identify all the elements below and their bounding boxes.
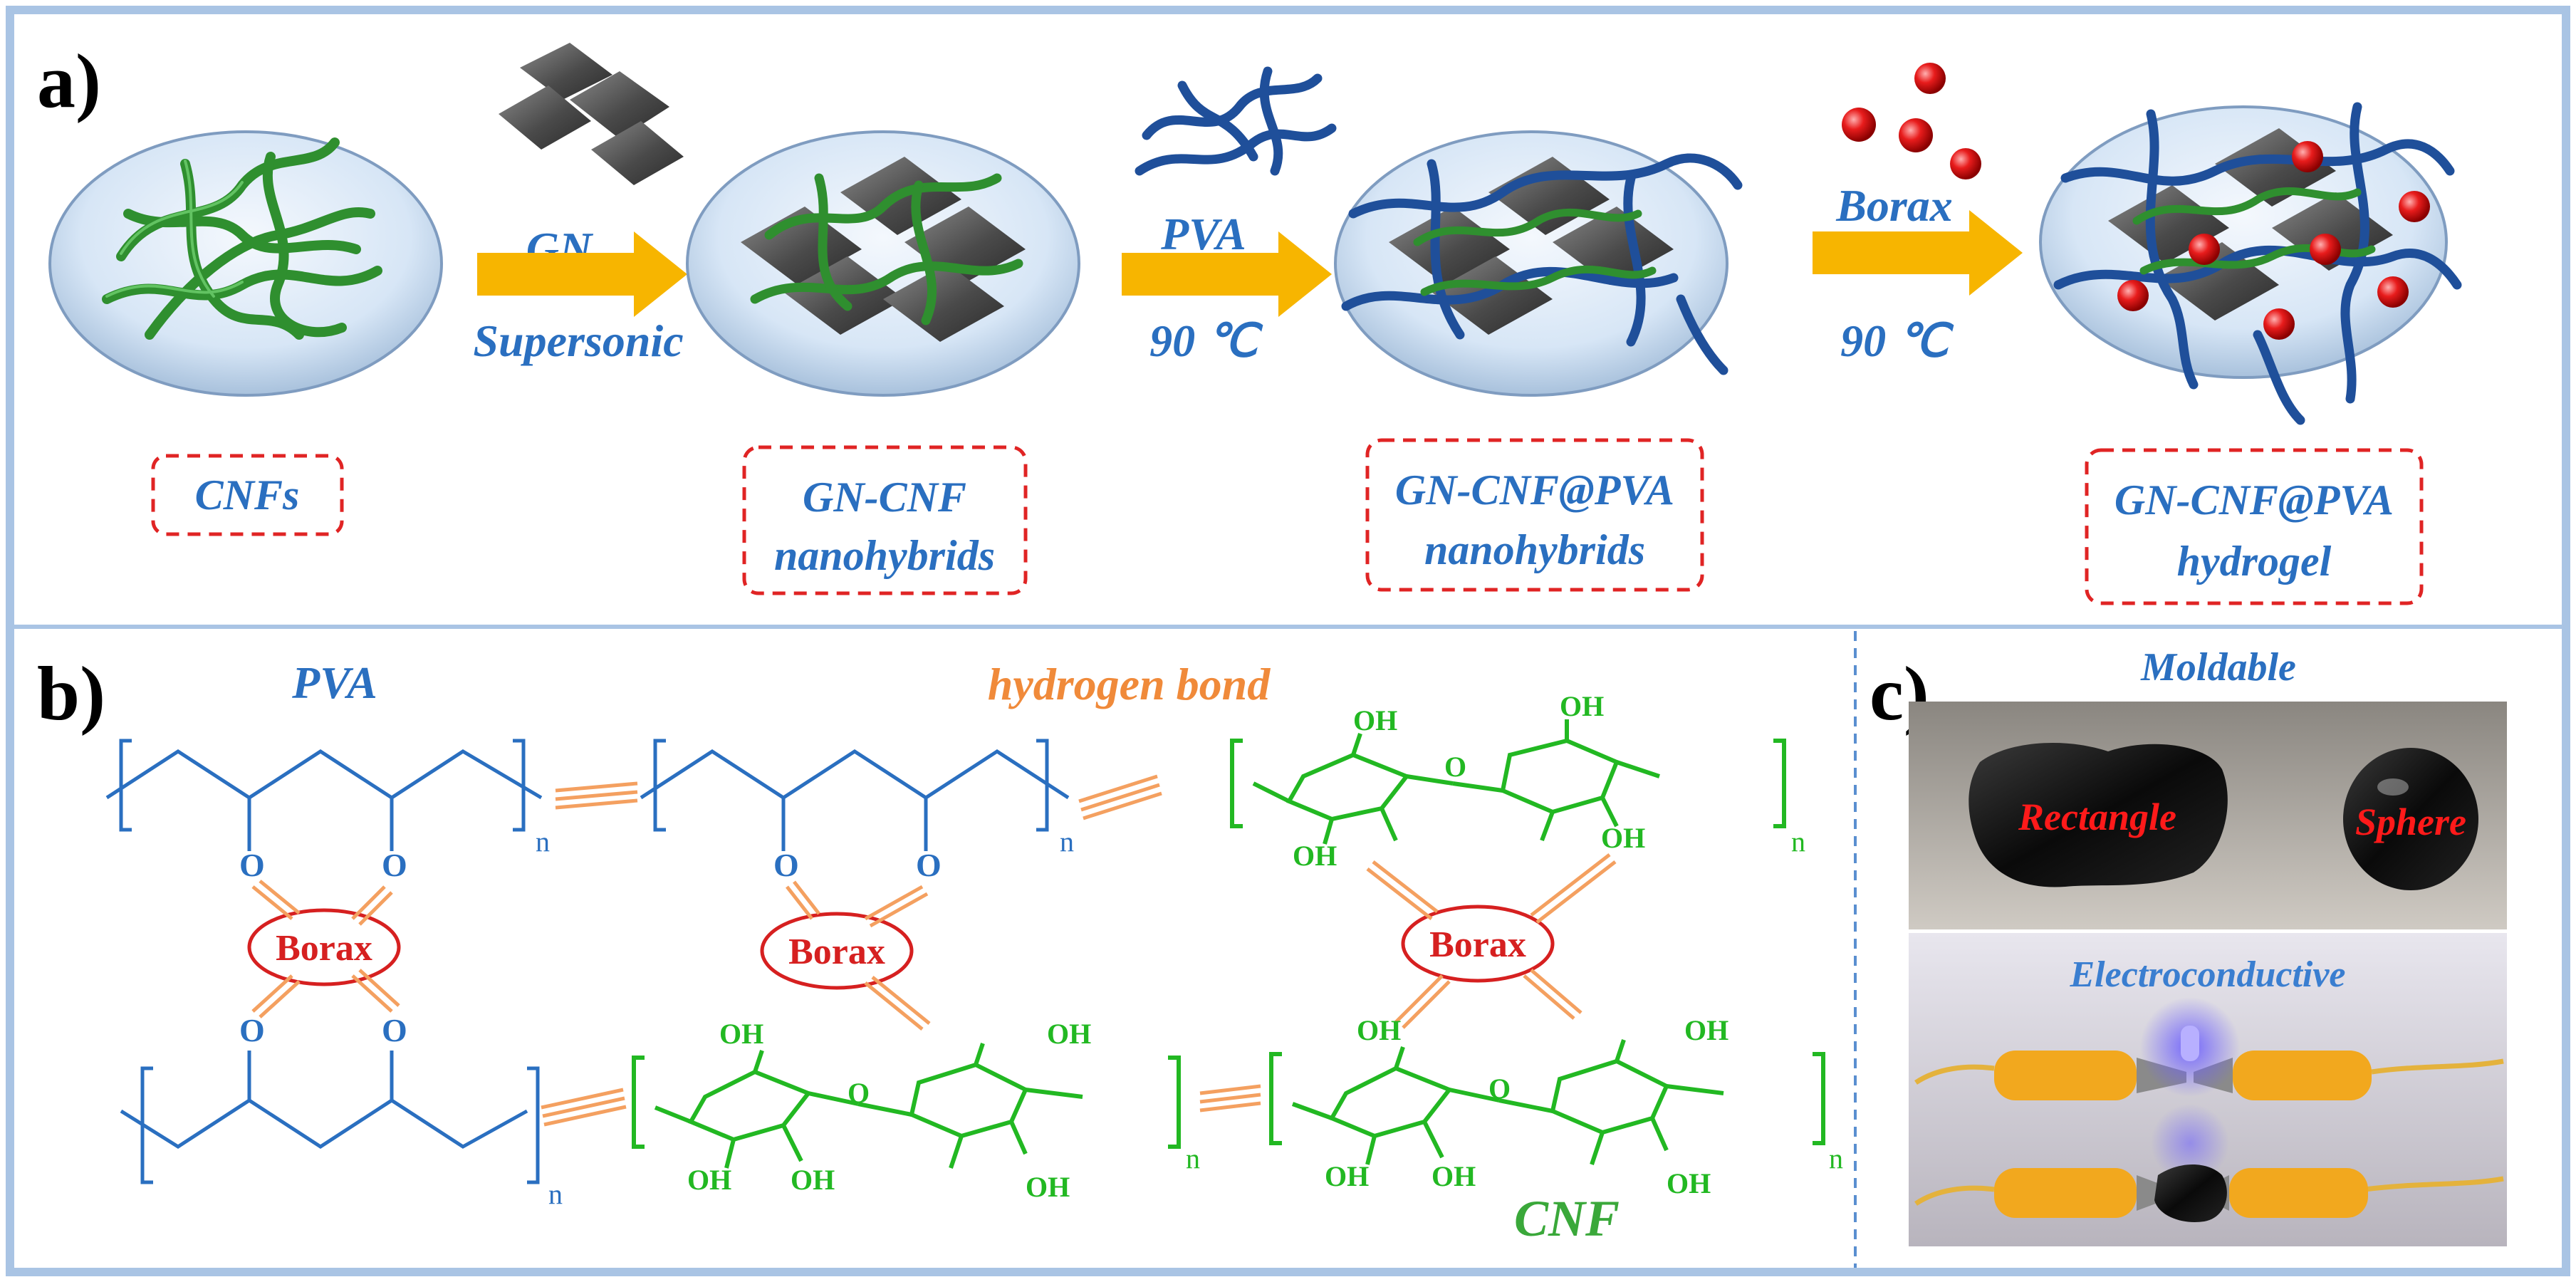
pva-chain-bottom-left-n: n	[548, 1178, 563, 1210]
cnf-bottom-right-oh-5: OH	[1667, 1167, 1711, 1199]
rectangle-hydrogel	[1968, 743, 2228, 887]
borax-crosslink-3-label: Borax	[1429, 924, 1526, 965]
sphere-hydrogel	[2343, 748, 2478, 890]
stage-gncnf-label-line1: GN-CNF	[803, 474, 966, 521]
cnf-top-oh-4: OH	[1601, 822, 1645, 854]
pva-bottom-o1: O	[239, 1012, 265, 1048]
borax-crosslink-1-label: Borax	[276, 928, 372, 969]
stage-hydrogel-illustration	[2039, 102, 2462, 425]
borax-crosslink-1: Borax	[247, 908, 401, 986]
pva-top-left-o1: O	[239, 847, 265, 883]
panel-c: c) Moldable Rectangle Sphere Electrocond…	[1870, 645, 2507, 1246]
stage-hydrogel-label-line1: GN-CNF@PVA	[2114, 476, 2394, 523]
hbond-top-1	[555, 781, 638, 810]
moldable-photo: Rectangle Sphere	[1909, 702, 2507, 929]
stage-cnfs-label: CNFs	[195, 471, 300, 518]
borax-bonds	[251, 853, 1617, 1031]
sphere-label: Sphere	[2355, 801, 2466, 843]
step3-condition-label: 90 ℃	[1840, 316, 1954, 366]
pva-bottom-o2: O	[382, 1012, 407, 1048]
cnf-bottom-right-o-link: O	[1488, 1073, 1511, 1105]
pva-chain-top-left-n: n	[536, 825, 550, 858]
stage-gncnf-label-line2: nanohybrids	[774, 532, 995, 579]
step3-reagent-label: Borax	[1835, 180, 1953, 231]
pva-chain-bottom-left	[120, 1051, 540, 1184]
stage-cnfs-illustration	[48, 130, 443, 397]
stage-box-gncnf-pva	[1365, 438, 1704, 592]
pva-label: PVA	[291, 657, 377, 708]
cnf-bottom-right-oh-1: OH	[1357, 1014, 1401, 1046]
stage-hydrogel-label-line2: hydrogel	[2177, 538, 2332, 585]
pva-top-middle-o1: O	[773, 847, 799, 883]
gn-flakes-icon	[499, 43, 684, 185]
stage-gncnf-pva-illustration	[1334, 130, 1743, 397]
cnf-bottom-right-oh-2: OH	[1325, 1160, 1369, 1192]
pva-top-left-o2: O	[382, 847, 407, 883]
pva-chain-top-middle	[640, 739, 1070, 851]
stage-box-hydrogel	[2085, 448, 2424, 605]
pva-top-middle-o2: O	[916, 847, 942, 883]
cnf-bottom-mid-oh-2: OH	[687, 1164, 731, 1196]
cnf-chain-top-right	[1230, 719, 1786, 845]
step3-arrow	[1813, 210, 2023, 296]
cnf-bottom-mid-oh-4: OH	[1047, 1018, 1091, 1050]
cnf-label: CNF	[1514, 1190, 1620, 1247]
step2-arrow	[1122, 231, 1332, 317]
hydrogel-borax-crosslinks	[2117, 141, 2430, 340]
step1-condition-label: Supersonic	[473, 316, 683, 366]
led-icon	[2181, 1026, 2199, 1061]
cnf-top-oh-3: OH	[1560, 690, 1604, 722]
borax-crosslink-2: Borax	[760, 912, 914, 990]
step2-condition-label: 90 ℃	[1149, 316, 1263, 366]
moldable-title: Moldable	[2140, 645, 2296, 689]
panel-b: b) PVA hydrogen bond n O O n O	[37, 652, 1843, 1247]
electroconductive-photo: Electroconductive	[1909, 933, 2507, 1246]
cnf-top-o-link: O	[1444, 751, 1466, 783]
cnf-chain-bottom-middle	[632, 1043, 1181, 1169]
cnf-chain-top-right-n: n	[1791, 825, 1805, 858]
stage-gncnf-illustration	[686, 130, 1080, 397]
stage-box-gncnf	[742, 445, 1028, 595]
cnf-bottom-right-oh-3: OH	[1432, 1160, 1476, 1192]
borax-crosslink-3: Borax	[1401, 905, 1555, 983]
cnf-top-oh-1: OH	[1353, 704, 1397, 736]
cnf-bottom-mid-oh-3: OH	[791, 1164, 835, 1196]
hbond-bottom-2	[1199, 1084, 1261, 1112]
borax-crosslink-2-label: Borax	[788, 932, 885, 972]
hbond-top-2	[1078, 774, 1162, 820]
cnf-fibers	[102, 137, 382, 340]
cnf-chain-bottom-right	[1269, 1039, 1825, 1165]
step2-reagent-label: PVA	[1160, 209, 1246, 259]
stage-gncnf-pva-label-line1: GN-CNF@PVA	[1395, 467, 1674, 514]
cnf-bottom-mid-oh-5: OH	[1026, 1171, 1070, 1203]
rectangle-label: Rectangle	[2018, 796, 2176, 838]
pva-chain-top-left	[105, 739, 543, 851]
step1-arrow	[477, 231, 687, 317]
cnf-bottom-right-oh-4: OH	[1684, 1014, 1728, 1046]
cnf-chain-bottom-middle-n: n	[1186, 1142, 1200, 1174]
pva-chains-icon	[1135, 66, 1337, 176]
stage-gncnf-pva-label-line2: nanohybrids	[1424, 526, 1645, 573]
panel-a-label: a)	[37, 39, 101, 124]
cnf-top-oh-2: OH	[1293, 840, 1337, 872]
borax-balls-icon	[1842, 63, 1981, 179]
cnf-chain-bottom-right-n: n	[1829, 1142, 1843, 1174]
conductive-hydrogel	[2154, 1164, 2227, 1222]
pva-chain-top-middle-n: n	[1060, 825, 1074, 858]
electroconductive-title: Electroconductive	[2069, 954, 2345, 995]
hydrogen-bond-label: hydrogen bond	[988, 659, 1271, 709]
cnf-bottom-mid-o-link: O	[848, 1077, 870, 1109]
cnf-bottom-mid-oh-1: OH	[719, 1018, 763, 1050]
hbond-bottom-1	[541, 1088, 627, 1127]
panel-b-label: b)	[37, 652, 105, 736]
panel-a: a) GN Super	[37, 39, 2462, 605]
